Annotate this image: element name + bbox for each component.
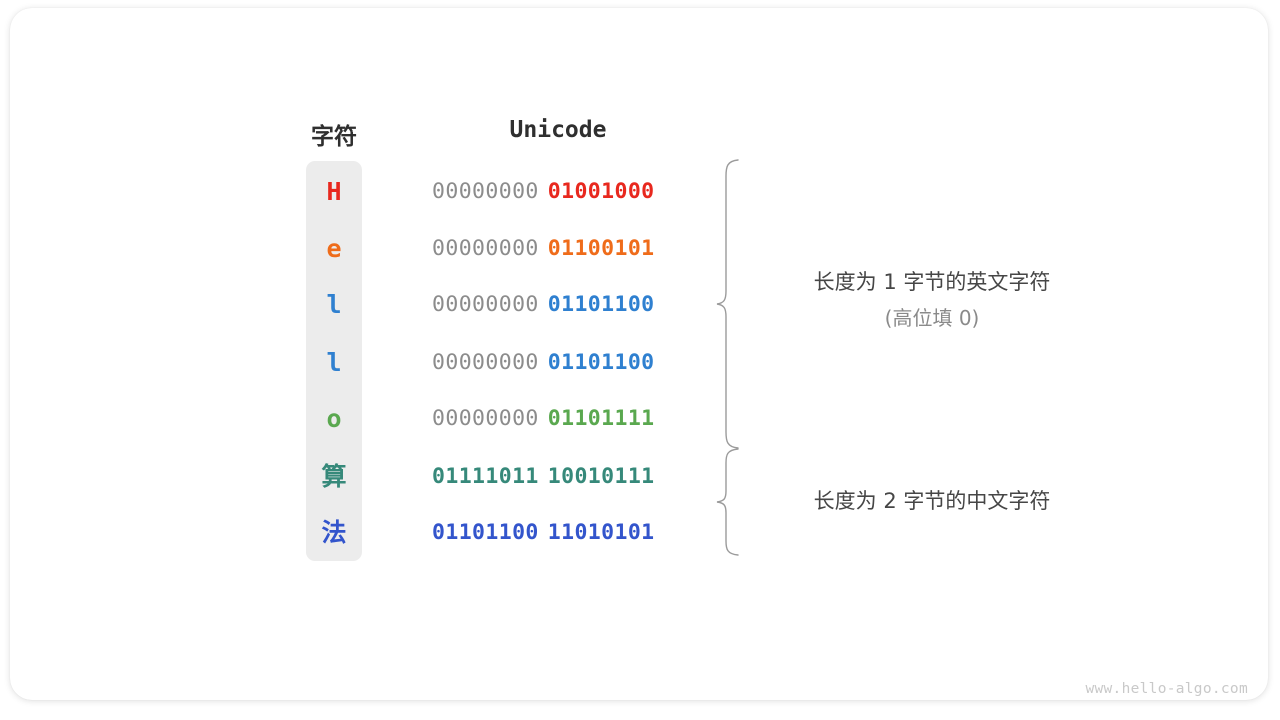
character-cell: 法: [321, 518, 347, 547]
annotation-cjk: 长度为 2 字节的中文字符: [772, 483, 1092, 519]
character-cell: 算: [321, 462, 347, 491]
binary-high-byte: 00000000: [432, 292, 539, 317]
binary-high-byte: 00000000: [432, 406, 539, 431]
annotation-ascii: 长度为 1 字节的英文字符 (高位填 0): [772, 264, 1092, 336]
watermark: www.hello-algo.com: [1085, 681, 1248, 697]
column-header-unicode: Unicode: [509, 117, 607, 143]
character-cell: o: [326, 404, 342, 433]
binary-low-byte: 11010101: [547, 520, 655, 545]
binary-row: 00000000 01101111: [432, 399, 684, 439]
binary-low-byte: 01101100: [547, 350, 655, 375]
annotation-ascii-sub: (高位填 0): [884, 306, 980, 330]
binary-low-byte: 01101111: [547, 406, 655, 431]
binary-row: 00000000 01001000: [432, 172, 684, 212]
character-cell: e: [326, 234, 342, 263]
binary-low-byte: 01101100: [547, 292, 655, 317]
binary-high-byte: 00000000: [432, 179, 539, 204]
group-brace-ascii: [716, 159, 739, 449]
group-brace-cjk: [716, 448, 739, 556]
character-column-background: [306, 161, 362, 561]
character-cell: l: [326, 348, 342, 377]
binary-row: 01101100 11010101: [432, 513, 684, 553]
annotation-ascii-main: 长度为 1 字节的英文字符: [813, 270, 1051, 294]
binary-low-byte: 10010111: [547, 464, 655, 489]
binary-row: 00000000 01100101: [432, 229, 684, 269]
binary-low-byte: 01100101: [547, 236, 655, 261]
binary-row: 00000000 01101100: [432, 343, 684, 383]
binary-low-byte: 01001000: [547, 179, 655, 204]
character-cell: l: [326, 290, 342, 319]
column-header-character: 字符: [311, 124, 357, 150]
annotation-cjk-main: 长度为 2 字节的中文字符: [813, 489, 1051, 513]
binary-high-byte: 00000000: [432, 350, 539, 375]
character-cell: H: [326, 177, 342, 206]
binary-high-byte: 01101100: [432, 520, 539, 545]
binary-row: 01111011 10010111: [432, 457, 684, 497]
binary-row: 00000000 01101100: [432, 285, 684, 325]
figure-card: [10, 8, 1268, 700]
binary-high-byte: 01111011: [432, 464, 539, 489]
binary-high-byte: 00000000: [432, 236, 539, 261]
